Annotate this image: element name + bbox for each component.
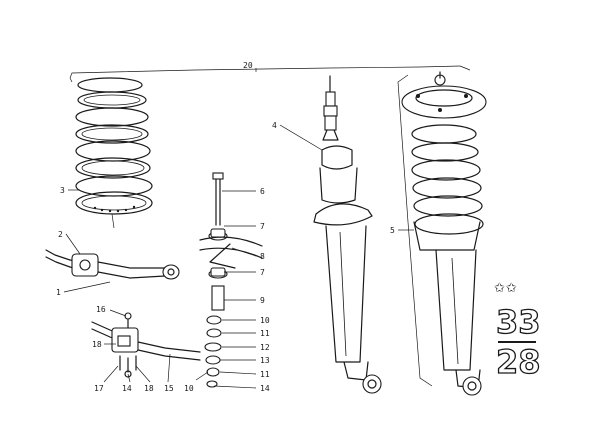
- callout-10b: 10: [184, 384, 194, 393]
- callout-20: 20: [243, 61, 253, 70]
- callout-16: 16: [96, 305, 106, 314]
- callout-12: 12: [260, 343, 270, 352]
- callout-leaders: [63, 68, 414, 389]
- callout-4: 4: [272, 121, 277, 130]
- callout-17: 17: [94, 384, 104, 393]
- callout-9: 9: [260, 296, 265, 305]
- stabilizer-bar-lower: [91, 312, 201, 378]
- callout-14a: 14: [260, 384, 270, 393]
- callout-15: 15: [164, 384, 174, 393]
- shock-absorber: [313, 75, 382, 394]
- callout-3: 3: [60, 186, 65, 195]
- stabilizer-link-upper: [45, 249, 180, 280]
- callout-11a: 11: [260, 329, 270, 338]
- callout-11b: 11: [260, 370, 270, 379]
- catalog-number-top: 33: [495, 303, 541, 341]
- callout-2: 2: [58, 230, 63, 239]
- callout-10: 10: [260, 316, 270, 325]
- catalog-number-bottom: 28: [495, 343, 541, 381]
- callout-6a: 6: [260, 187, 265, 196]
- strut-assembly: [397, 71, 487, 396]
- callout-8: 8: [260, 252, 265, 261]
- catalog-stars: ✩✩: [494, 281, 518, 296]
- callout-5: 5: [390, 226, 395, 235]
- drop-link-assembly: [199, 172, 263, 388]
- catalog-divider: [498, 341, 536, 343]
- callout-1: 1: [56, 288, 61, 297]
- callout-18a: 18: [92, 340, 102, 349]
- assembly-bracket-20: [69, 65, 471, 83]
- callout-13: 13: [260, 356, 270, 365]
- callout-7a: 7: [260, 222, 265, 231]
- coil-spring: [75, 77, 153, 229]
- callout-14b: 14: [122, 384, 132, 393]
- callout-labels: 20 4 5 3 2 1 6 7 8 7 9 10 11 12 13 11 14…: [56, 61, 395, 393]
- callout-18b: 18: [144, 384, 154, 393]
- callout-7b: 7: [260, 268, 265, 277]
